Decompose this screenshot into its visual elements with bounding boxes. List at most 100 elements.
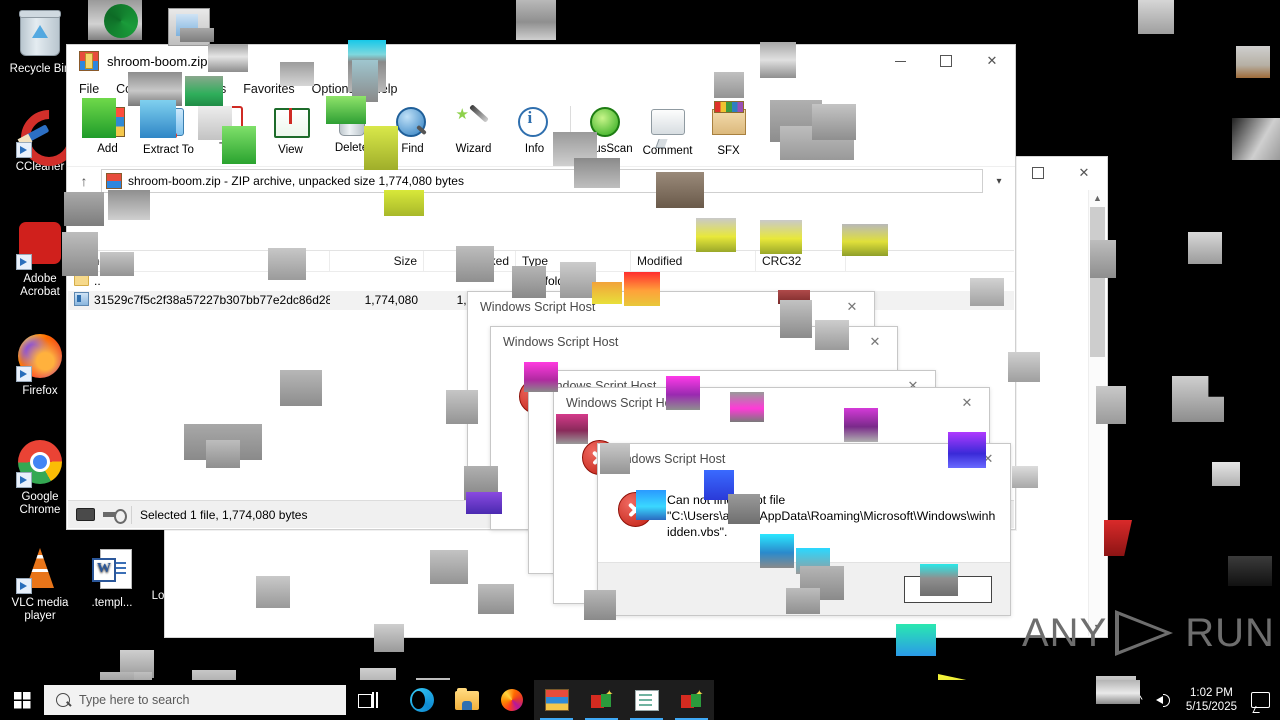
firefox-icon <box>16 334 64 382</box>
toolbar-add-button[interactable]: Add <box>77 104 138 155</box>
desktop-icon-google-chrome[interactable]: Google Chrome <box>4 438 76 517</box>
toolbar-extract-to-button[interactable]: Extract To <box>138 104 199 156</box>
close-icon[interactable]: ✕ <box>869 334 881 349</box>
wizard-icon <box>457 107 491 140</box>
script-icon: ✦ <box>590 689 614 710</box>
toolbar-label: Info <box>524 143 545 155</box>
dialog-titlebar[interactable]: Windows Script Host ✕ <box>491 327 897 357</box>
row-name: .. <box>94 274 101 288</box>
menu-tools[interactable]: Tools <box>197 82 227 96</box>
windows-script-host-dialog-5[interactable]: Windows Script Host ✕ Can not find scrip… <box>597 443 1011 616</box>
show-hidden-icons-chevron[interactable]: ^ <box>1136 694 1143 706</box>
task-view-button[interactable] <box>346 680 391 720</box>
dialog-titlebar[interactable]: Windows Script Host ✕ <box>554 388 989 418</box>
toolbar-sfx-button[interactable]: SFX <box>698 104 759 157</box>
taskbar-wscript-2[interactable]: ✦ <box>669 680 714 720</box>
row-packed <box>424 272 516 291</box>
taskbar[interactable]: Type here to search ✦ ✦ ^ 1:02 PM 5/15/2… <box>0 680 1280 720</box>
toolbar-test-button[interactable]: Test <box>199 104 260 154</box>
glitch-block <box>516 0 556 40</box>
taskbar-winrar[interactable] <box>534 680 579 720</box>
speaker-icon[interactable] <box>1155 693 1172 707</box>
ccleaner-icon <box>9 98 89 178</box>
scroll-down-icon[interactable]: ▼ <box>1093 622 1102 632</box>
winrar-titlebar[interactable]: shroom-boom.zip ✕ <box>67 45 1015 78</box>
desktop-icon-lo[interactable]: Lo <box>138 590 178 603</box>
desktop-icon-label: CCleaner <box>15 161 65 173</box>
close-button[interactable]: ✕ <box>986 53 998 68</box>
table-row[interactable]: .. File folder <box>68 272 1014 291</box>
maximize-button[interactable] <box>923 46 969 77</box>
word-document-icon: W <box>88 546 136 594</box>
desktop-icon-recycle-bin[interactable]: Recycle Bin <box>4 10 76 76</box>
start-button[interactable] <box>0 680 44 720</box>
file-list-header[interactable]: Name Size Packed Type Modified CRC32 <box>68 251 1014 272</box>
toolbar-info-button[interactable]: Info <box>504 104 565 155</box>
menu-help[interactable]: Help <box>371 82 398 96</box>
test-icon <box>212 106 247 140</box>
background-close-button[interactable]: ✕ <box>1078 165 1090 180</box>
minimize-button[interactable] <box>877 46 923 77</box>
toolbar-view-button[interactable]: View <box>260 104 321 156</box>
column-header-crc32[interactable]: CRC32 <box>756 251 846 271</box>
file-explorer-icon <box>454 687 479 710</box>
desktop-icon-label: Recycle Bin <box>9 63 71 75</box>
row-type: File folder <box>522 274 575 288</box>
toolbar-delete-button[interactable]: Delete <box>321 104 382 154</box>
column-header-name[interactable]: Name <box>68 251 330 271</box>
toolbar-find-button[interactable]: Find <box>382 104 443 155</box>
glitch-block <box>1138 0 1174 34</box>
dialog-titlebar[interactable]: Windows Script Host ✕ <box>468 292 874 322</box>
winrar-toolbar[interactable]: Add Extract To Test View Delete Find <box>67 100 1015 167</box>
close-icon[interactable]: ✕ <box>846 299 858 314</box>
menu-options[interactable]: Options <box>311 82 355 96</box>
winrar-menubar[interactable]: File Commands Tools Favorites Options He… <box>67 78 1015 100</box>
desktop-icon-adobe-acrobat[interactable]: Adobe Acrobat <box>4 220 76 299</box>
archive-path-input[interactable]: shroom-boom.zip - ZIP archive, unpacked … <box>101 169 983 193</box>
desktop-icon-label-2: Acrobat <box>20 286 60 298</box>
background-window-scrollbar[interactable]: ▲ ▼ <box>1088 190 1106 636</box>
action-center-icon[interactable] <box>1251 692 1270 708</box>
scrollbar-thumb[interactable] <box>1090 207 1105 357</box>
dialog-titlebar[interactable]: Windows Script Host ✕ <box>598 444 1010 474</box>
taskbar-wscript-1[interactable]: ✦ <box>579 680 624 720</box>
dialog-title: Windows Script Host <box>480 300 596 314</box>
desktop-icon-template-doc[interactable]: W .templ... <box>76 544 148 610</box>
toolbar-virusscan-button[interactable]: VirusScan <box>576 104 637 155</box>
taskbar-items[interactable]: ✦ ✦ <box>399 680 714 720</box>
desktop-icon-ccleaner[interactable]: CCleaner <box>4 98 89 178</box>
menu-commands[interactable]: Commands <box>116 82 181 96</box>
system-tray[interactable]: ^ 1:02 PM 5/15/2025 <box>1136 686 1280 714</box>
dialog-title: Windows Script Host <box>503 335 619 349</box>
taskbar-firefox[interactable] <box>489 680 534 720</box>
background-maximize-button[interactable] <box>1015 158 1061 189</box>
chevron-down-icon[interactable]: ▾ <box>996 175 1002 187</box>
column-header-size[interactable]: Size <box>330 251 424 271</box>
column-header-type[interactable]: Type <box>516 251 631 271</box>
search-input[interactable]: Type here to search <box>44 685 346 715</box>
scroll-up-icon[interactable]: ▲ <box>1093 193 1102 203</box>
toolbar-label: Add <box>97 143 118 155</box>
column-header-packed[interactable]: Packed <box>424 251 516 271</box>
menu-file[interactable]: File <box>79 82 100 96</box>
desktop-icon-firefox[interactable]: Firefox <box>4 332 76 398</box>
column-header-modified[interactable]: Modified <box>631 251 756 271</box>
play-triangle-icon <box>1115 610 1177 656</box>
close-icon[interactable]: ✕ <box>907 378 919 393</box>
up-one-level-icon[interactable]: ↑ <box>80 173 88 189</box>
toolbar-wizard-button[interactable]: Wizard <box>443 104 504 155</box>
desktop-icon-label: Adobe <box>23 273 57 285</box>
clock[interactable]: 1:02 PM 5/15/2025 <box>1186 686 1237 714</box>
winrar-path-row[interactable]: ↑ shroom-boom.zip - ZIP archive, unpacke… <box>67 167 1015 195</box>
close-icon[interactable]: ✕ <box>982 451 994 466</box>
taskbar-notepad[interactable] <box>624 680 669 720</box>
ok-button[interactable]: OK <box>904 575 992 603</box>
taskbar-edge[interactable] <box>399 680 444 720</box>
desktop-icon-vlc[interactable]: VLC media player <box>4 544 76 623</box>
taskbar-file-explorer[interactable] <box>444 680 489 720</box>
drive-icon <box>76 508 95 521</box>
close-icon[interactable]: ✕ <box>961 395 973 410</box>
toolbar-comment-button[interactable]: Comment <box>637 104 698 157</box>
menu-favorites[interactable]: Favorites <box>243 82 295 96</box>
